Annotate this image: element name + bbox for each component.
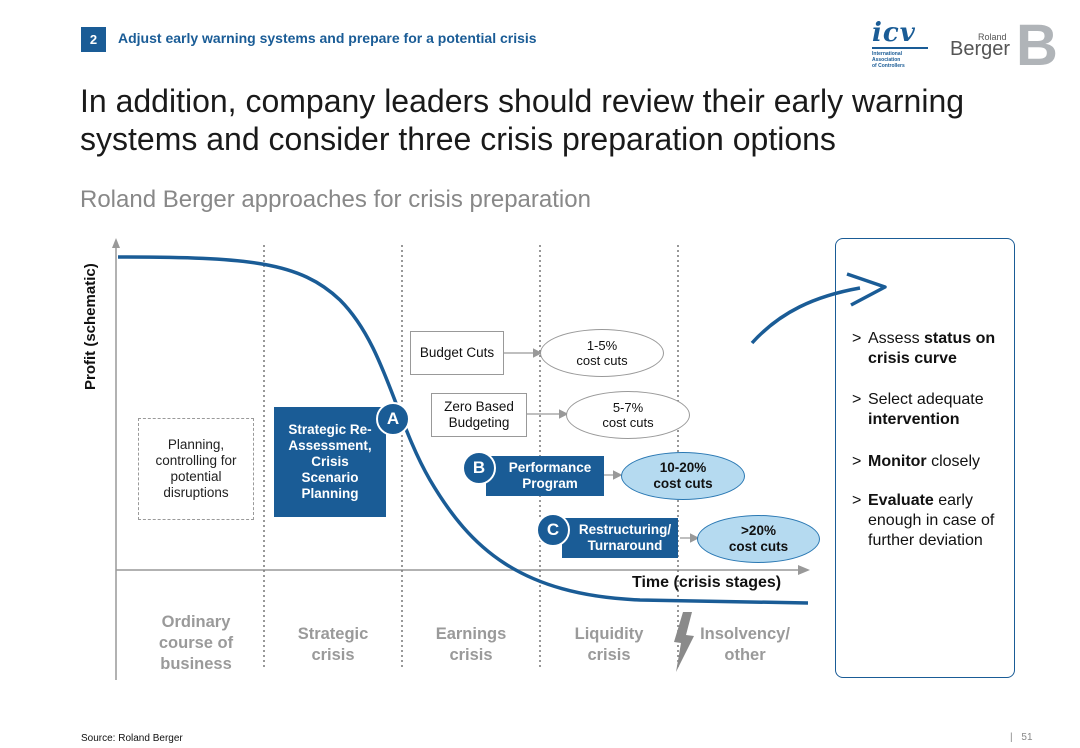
bullet-marker: > — [852, 453, 862, 470]
budget-result-line2: cost cuts — [576, 353, 628, 368]
strategic-reassessment-box: Strategic Re- Assessment, Crisis Scenari… — [274, 407, 386, 517]
planning-box: Planning, controlling for potential disr… — [138, 418, 254, 520]
icv-logo-mark: icv — [872, 18, 916, 48]
x-axis-label: Time (crisis stages) — [632, 574, 782, 591]
recommendation-panel — [835, 238, 1015, 678]
y-axis-arrowhead — [112, 238, 120, 248]
icv-logo-line3: of Controllers — [872, 63, 905, 69]
zbb-result-line2: cost cuts — [602, 415, 654, 430]
strategic-box-line5: Planning — [301, 486, 359, 501]
bullet-select-bold: intervention — [868, 411, 960, 428]
stage-earnings-line2: crisis — [449, 646, 493, 664]
budget-cuts-result-oval: 1-5% cost cuts — [540, 329, 664, 377]
marker-b: B — [462, 451, 496, 485]
stage-ordinary-line3: business — [160, 655, 232, 673]
zero-based-result-oval: 5-7% cost cuts — [566, 391, 690, 439]
page-title-line1: In addition, company leaders should revi… — [80, 83, 965, 119]
icv-logo: icv International Association of Control… — [872, 20, 932, 74]
stage-liquidity-line2: crisis — [587, 646, 631, 664]
restructuring-result-oval: >20% cost cuts — [697, 515, 820, 563]
swoosh-arrowhead — [846, 272, 887, 307]
page-subtitle: Roland Berger approaches for crisis prep… — [80, 186, 591, 213]
page-title: In addition, company leaders should revi… — [80, 82, 980, 158]
restructuring-result-line1: >20% — [741, 523, 776, 538]
strategic-box-line4: Scenario — [301, 470, 359, 485]
section-number-badge: 2 — [81, 27, 106, 52]
page-number-value: 51 — [1021, 732, 1033, 743]
bullet-assess-plain: Assess — [868, 330, 925, 347]
planning-box-line1: Planning, — [167, 437, 225, 452]
stage-strategic: Strategic crisis — [266, 624, 400, 666]
zbb-line1: Zero Based — [444, 399, 514, 414]
performance-result-oval: 10-20% cost cuts — [621, 452, 745, 500]
stage-earnings: Earnings crisis — [404, 624, 538, 666]
restructuring-result-line2: cost cuts — [728, 539, 789, 554]
strategic-box-line1: Strategic Re- — [288, 422, 372, 437]
stage-insolvency-line2: other — [724, 646, 766, 664]
performance-program-box: Performance Program — [486, 456, 604, 496]
panel-bullet-monitor: > Monitor closely — [852, 452, 1012, 472]
page-number: | 51 — [1010, 732, 1033, 743]
page-separator: | — [1010, 732, 1013, 743]
strategic-box-line3: Crisis — [311, 454, 349, 469]
budget-result-line1: 1-5% — [586, 338, 618, 353]
restructuring-line1: Restructuring/ — [578, 522, 672, 537]
zero-based-budgeting-box: Zero Based Budgeting — [431, 393, 527, 437]
stage-earnings-line1: Earnings — [435, 625, 507, 643]
bullet-evaluate-plain: early enough in case of further deviatio… — [868, 492, 995, 549]
bullet-marker: > — [852, 492, 862, 509]
restructuring-line2: Turnaround — [587, 538, 663, 553]
stage-strategic-line2: crisis — [311, 646, 355, 664]
bullet-monitor-bold: Monitor — [868, 453, 927, 470]
page-title-line2: systems and consider three crisis prepar… — [80, 121, 836, 157]
stage-liquidity: Liquidity crisis — [542, 624, 676, 666]
marker-c: C — [536, 513, 570, 547]
panel-bullet-assess: > Assess status on crisis curve — [852, 329, 1012, 369]
swoosh-arrow-icon — [750, 286, 861, 345]
stage-insolvency: Insolvency/ other — [690, 624, 800, 666]
panel-bullet-evaluate: > Evaluate early enough in case of furth… — [852, 491, 1012, 551]
strategic-box-line2: Assessment, — [288, 438, 372, 453]
section-title: Adjust early warning systems and prepare… — [118, 30, 537, 46]
bullet-marker: > — [852, 391, 862, 408]
rb-logo-big: Berger — [950, 38, 1011, 60]
bullet-evaluate-bold: Evaluate — [868, 492, 934, 509]
bullet-assess-bold: status on crisis curve — [868, 330, 996, 367]
rb-logo-small: Roland — [978, 32, 1007, 42]
y-axis-label: Profit (schematic) — [82, 263, 99, 390]
planning-box-line2: controlling for — [155, 453, 237, 468]
rb-logo-letter: B — [1016, 13, 1058, 78]
stage-strategic-line1: Strategic — [297, 625, 369, 643]
icv-logo-line2: Association — [872, 57, 901, 63]
planning-box-line4: disruptions — [163, 485, 229, 500]
performance-result-line2: cost cuts — [653, 476, 713, 491]
bullet-monitor-plain: closely — [926, 453, 981, 470]
stage-liquidity-line1: Liquidity — [574, 625, 644, 643]
lightning-icon — [674, 612, 694, 672]
roland-berger-logo: Roland Berger B — [948, 16, 1058, 76]
profit-curve — [117, 255, 809, 605]
stage-ordinary-line2: course of — [158, 634, 234, 652]
panel-bullet-select: > Select adequate intervention — [852, 390, 1012, 430]
marker-a: A — [376, 402, 410, 436]
icv-logo-line1: International — [872, 51, 903, 57]
bullet-marker: > — [852, 330, 862, 347]
stage-ordinary-line1: Ordinary — [161, 613, 231, 631]
source-note: Source: Roland Berger — [81, 733, 183, 744]
zbb-result-line1: 5-7% — [612, 400, 644, 415]
x-axis-arrowhead — [798, 565, 810, 575]
performance-result-line1: 10-20% — [659, 460, 707, 475]
bullet-select-plain: Select adequate — [868, 391, 984, 408]
stage-ordinary: Ordinary course of business — [130, 612, 262, 675]
stage-insolvency-line1: Insolvency/ — [700, 625, 790, 643]
performance-line1: Performance — [508, 460, 592, 475]
restructuring-box: Restructuring/ Turnaround — [562, 518, 678, 558]
zbb-line2: Budgeting — [448, 415, 510, 430]
performance-line2: Program — [522, 476, 578, 491]
budget-cuts-box: Budget Cuts — [410, 331, 504, 375]
planning-box-line3: potential — [170, 469, 222, 484]
